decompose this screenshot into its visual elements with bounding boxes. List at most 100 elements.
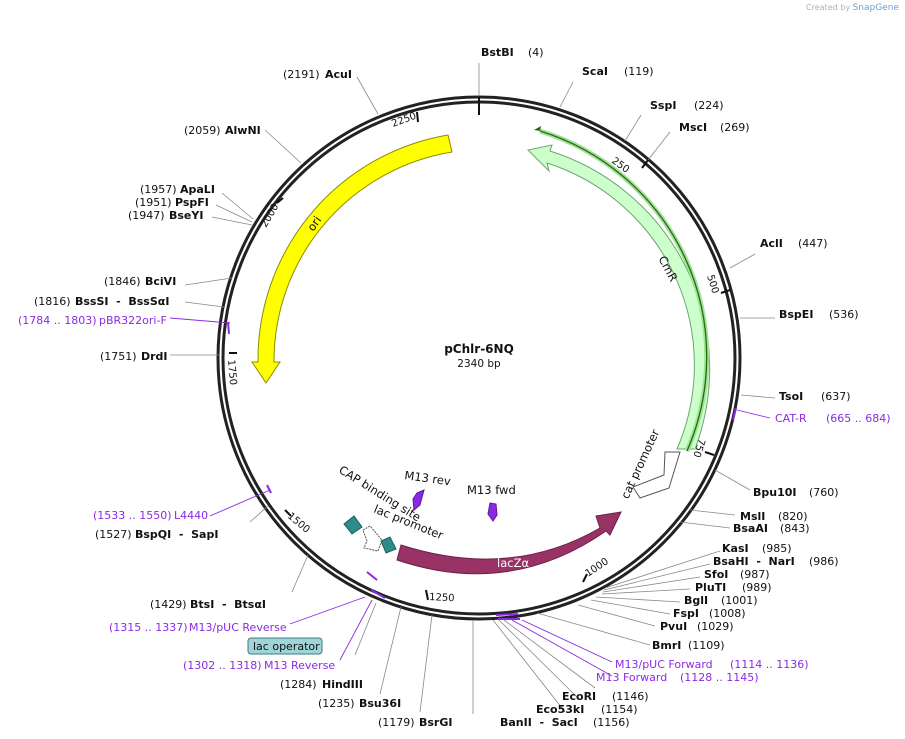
svg-text:L4440: L4440 bbox=[174, 509, 208, 522]
site-Bsu36I[interactable]: (1235)Bsu36I bbox=[318, 697, 401, 710]
svg-text:BstBI: BstBI bbox=[481, 46, 514, 59]
primer-M13-pUC-Forward[interactable]: M13/pUC Forward(1114 .. 1136) bbox=[615, 658, 809, 671]
svg-text:(536): (536) bbox=[829, 308, 859, 321]
site-DrdI[interactable]: (1751)DrdI bbox=[100, 350, 168, 363]
site-BmrI[interactable]: BmrI(1109) bbox=[652, 639, 725, 652]
site-MslI[interactable]: MslI(820) bbox=[740, 510, 808, 523]
svg-text:ScaI: ScaI bbox=[582, 65, 608, 78]
svg-text:(665 .. 684): (665 .. 684) bbox=[826, 412, 891, 425]
primer-M13-pUC-Reverse[interactable]: (1315 .. 1337)M13/pUC Reverse bbox=[109, 621, 287, 634]
site-ApaLI[interactable]: (1957)ApaLI bbox=[140, 183, 215, 196]
svg-text:(1008): (1008) bbox=[709, 607, 746, 620]
plasmid-length: 2340 bp bbox=[457, 358, 501, 370]
site-BssSI-BssSaI[interactable]: (1816)BssSI - BssSαI bbox=[34, 295, 169, 308]
feature-cat-promoter[interactable]: cat promoter bbox=[618, 427, 681, 501]
svg-text:FspI: FspI bbox=[673, 607, 699, 620]
primer-arc-CAT-R[interactable] bbox=[534, 126, 710, 452]
feature-M13-fwd[interactable]: M13 fwd bbox=[467, 483, 516, 522]
svg-text:(1784 .. 1803): (1784 .. 1803) bbox=[18, 314, 97, 327]
primer-pBR322ori-F[interactable]: (1784 .. 1803)pBR322ori-F bbox=[18, 314, 167, 327]
site-BseYI[interactable]: (1947)BseYI bbox=[128, 209, 203, 222]
site-BtsI-BtsaI[interactable]: (1429)BtsI - BtsαI bbox=[150, 598, 266, 611]
feature-M13-rev[interactable]: M13 rev bbox=[404, 468, 452, 511]
svg-text:BmrI: BmrI bbox=[652, 639, 681, 652]
svg-text:M13 Reverse: M13 Reverse bbox=[264, 659, 335, 672]
primer-M13-Forward[interactable]: M13 Forward(1128 .. 1145) bbox=[596, 671, 759, 684]
site-BglI[interactable]: BglI(1001) bbox=[684, 594, 758, 607]
svg-text:(820): (820) bbox=[778, 510, 808, 523]
svg-text:AclI: AclI bbox=[760, 237, 783, 250]
svg-text:DrdI: DrdI bbox=[141, 350, 168, 363]
svg-text:(1533 .. 1550): (1533 .. 1550) bbox=[93, 509, 172, 522]
svg-text:SfoI: SfoI bbox=[704, 568, 728, 581]
feature-label-M13-fwd: M13 fwd bbox=[467, 483, 516, 497]
feature-ori[interactable]: ori bbox=[251, 134, 453, 384]
site-PspFI[interactable]: (1951)PspFI bbox=[135, 196, 209, 209]
svg-text:(989): (989) bbox=[742, 581, 772, 594]
svg-text:MscI: MscI bbox=[679, 121, 707, 134]
site-BstBI[interactable]: BstBI(4) bbox=[481, 46, 544, 59]
svg-text:(637): (637) bbox=[821, 390, 851, 403]
site-MscI[interactable]: MscI (269) bbox=[679, 121, 750, 134]
site-BsaAI[interactable]: BsaAI(843) bbox=[733, 522, 810, 535]
site-PvuI[interactable]: PvuI(1029) bbox=[660, 620, 734, 633]
primer-L4440[interactable]: (1533 .. 1550)L4440 bbox=[93, 509, 208, 522]
svg-text:(119): (119) bbox=[624, 65, 654, 78]
svg-text:AcuI: AcuI bbox=[325, 68, 352, 81]
svg-text:Bpu10I: Bpu10I bbox=[753, 486, 797, 499]
site-PluTI[interactable]: PluTI(989) bbox=[695, 581, 772, 594]
svg-text:(1846): (1846) bbox=[104, 275, 141, 288]
svg-text:(986): (986) bbox=[809, 555, 839, 568]
feature-CmR[interactable]: CmR bbox=[526, 144, 711, 450]
site-AcuI[interactable]: (2191) AcuI bbox=[283, 68, 352, 81]
svg-text:M13/pUC Forward: M13/pUC Forward bbox=[615, 658, 713, 671]
site-BspQI-SapI[interactable]: (1527)BspQI - SapI bbox=[95, 528, 218, 541]
svg-text:(269): (269) bbox=[720, 121, 750, 134]
svg-text:HindIII: HindIII bbox=[322, 678, 363, 691]
tick-label-500: 500 bbox=[704, 274, 720, 296]
primer-M13-Reverse[interactable]: (1302 .. 1318)M13 Reverse bbox=[183, 659, 335, 672]
site-SspI[interactable]: SspI (224) bbox=[650, 99, 724, 112]
feature-label-M13-rev: M13 rev bbox=[404, 468, 452, 488]
svg-text:M13 Forward: M13 Forward bbox=[596, 671, 667, 684]
svg-text:(760): (760) bbox=[809, 486, 839, 499]
site-ScaI[interactable]: ScaI (119) bbox=[582, 65, 654, 78]
site-BciVI[interactable]: (1846)BciVI bbox=[104, 275, 176, 288]
site-EcoRI[interactable]: EcoRI(1146) bbox=[562, 690, 649, 703]
svg-text:ApaLI: ApaLI bbox=[180, 183, 215, 196]
site-AlwNI[interactable]: (2059) AlwNI bbox=[184, 124, 261, 137]
svg-text:(1302 .. 1318): (1302 .. 1318) bbox=[183, 659, 262, 672]
site-KasI[interactable]: KasI(985) bbox=[722, 542, 792, 555]
site-BsaHI-NarI[interactable]: BsaHI - NarI(986) bbox=[713, 555, 839, 568]
site-BanII-SacI[interactable]: BanII - SacI(1156) bbox=[500, 716, 630, 729]
lac-operator-label[interactable]: lac operator bbox=[247, 637, 323, 655]
feature-label-lacZa: lacZα bbox=[497, 556, 529, 570]
svg-text:BsaAI: BsaAI bbox=[733, 522, 768, 535]
primer-CAT-R[interactable]: CAT-R(665 .. 684) bbox=[775, 412, 891, 425]
site-HindIII[interactable]: (1284)HindIII bbox=[280, 678, 363, 691]
svg-text:BseYI: BseYI bbox=[169, 209, 203, 222]
site-FspI[interactable]: FspI (1008) bbox=[673, 607, 746, 620]
svg-text:M13/pUC Reverse: M13/pUC Reverse bbox=[189, 621, 287, 634]
site-Bpu10I[interactable]: Bpu10I (760) bbox=[753, 486, 839, 499]
svg-text:BtsI - BtsαI: BtsI - BtsαI bbox=[190, 598, 266, 611]
svg-text:(2059): (2059) bbox=[184, 124, 221, 137]
tick-label-2250: 2250 bbox=[390, 111, 418, 130]
svg-text:SspI: SspI bbox=[650, 99, 676, 112]
svg-text:AlwNI: AlwNI bbox=[225, 124, 261, 137]
svg-text:(1179): (1179) bbox=[378, 716, 415, 729]
snapgene-brand: SnapGene bbox=[852, 3, 899, 13]
snapgene-watermark: Created by SnapGene bbox=[806, 3, 899, 13]
svg-text:(2191): (2191) bbox=[283, 68, 320, 81]
feature-lacZa[interactable]: lacZα bbox=[396, 511, 622, 575]
tick-label-1250: 1250 bbox=[429, 592, 455, 604]
site-Eco53kI[interactable]: Eco53kI(1154) bbox=[536, 703, 638, 716]
svg-text:(1957): (1957) bbox=[140, 183, 177, 196]
site-TsoI[interactable]: TsoI(637) bbox=[779, 390, 851, 403]
svg-text:(224): (224) bbox=[694, 99, 724, 112]
site-BspEI[interactable]: BspEI(536) bbox=[779, 308, 859, 321]
site-SfoI[interactable]: SfoI(987) bbox=[704, 568, 770, 581]
site-AclI[interactable]: AclI(447) bbox=[760, 237, 828, 250]
site-BsrGI[interactable]: (1179)BsrGI bbox=[378, 716, 452, 729]
